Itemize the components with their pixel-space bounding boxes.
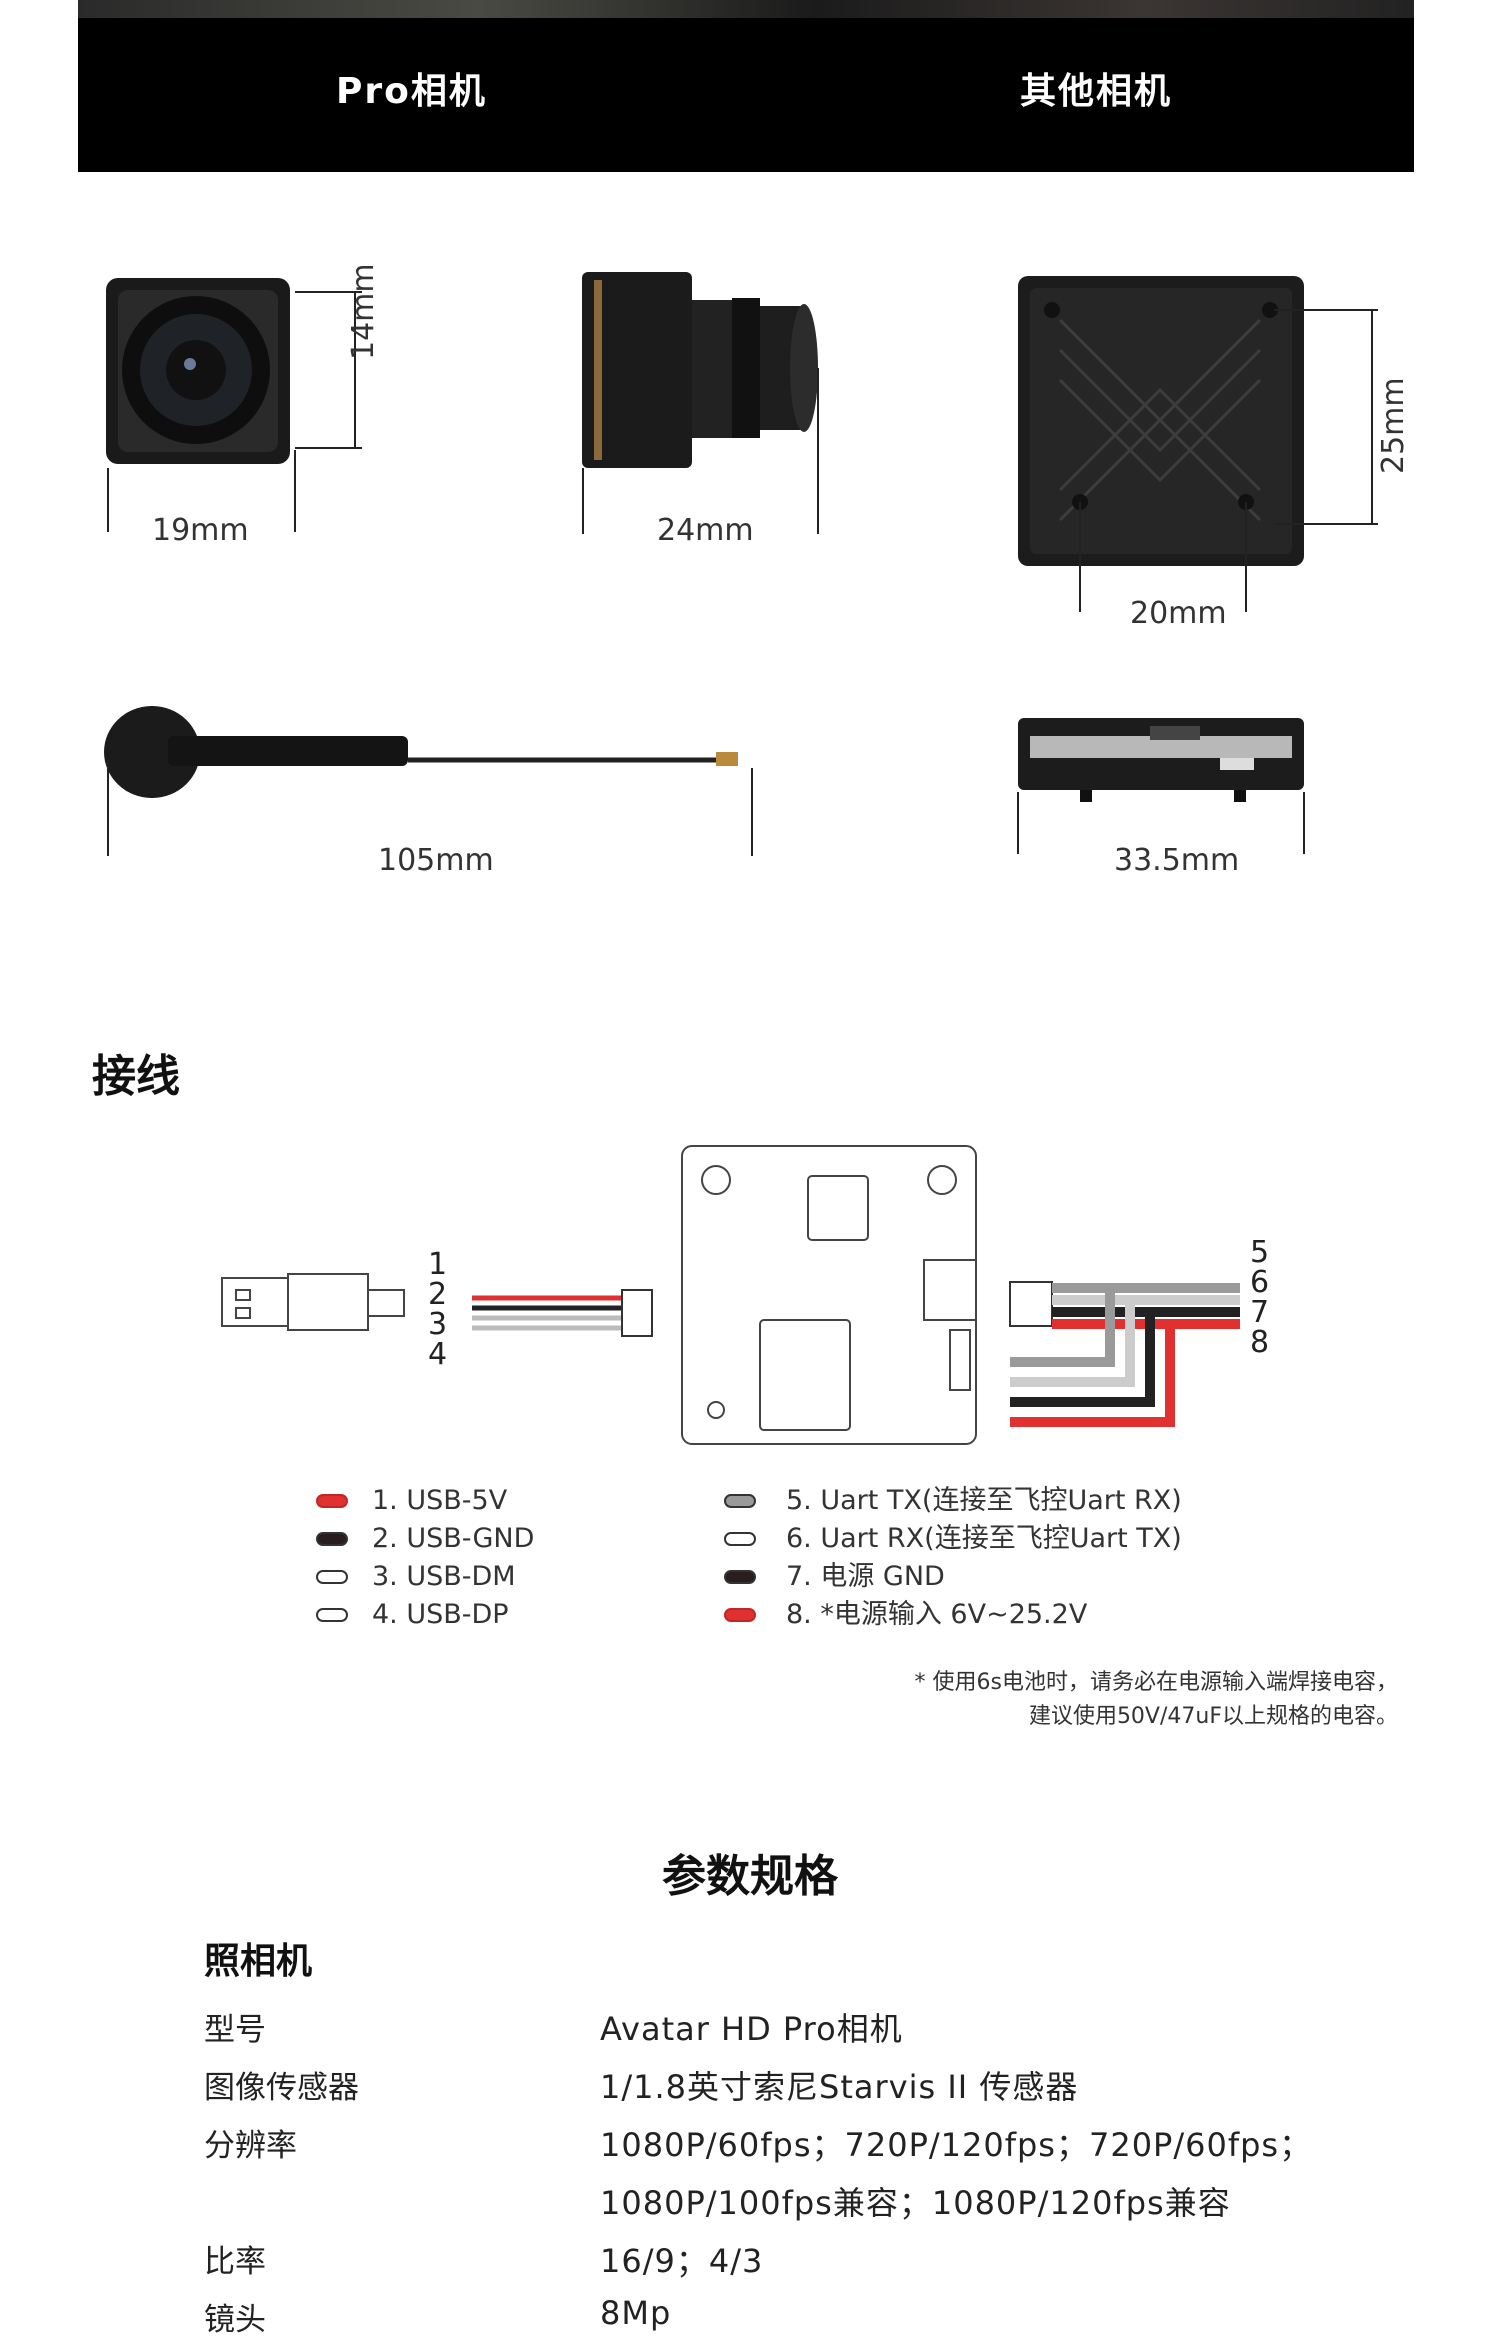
legend-item-8: 8. *电源输入 6V~25.2V [786,1599,1088,1630]
uart-power-cable [1010,1283,1240,1427]
spec-value-model: Avatar HD Pro相机 [600,2010,903,2048]
pro-camera-side-image [582,272,818,468]
wiring-diagram [221,1145,1240,1445]
pro-length-label: 24mm [657,513,754,548]
left-pin-3: 3 [428,1307,448,1342]
usb-cable [472,1295,622,1331]
spec-label-sensor: 图像传感器 [204,2070,359,2106]
antenna-length-label: 105mm [378,843,494,878]
legend-item-7: 7. 电源 GND [786,1561,945,1592]
specs-section-camera: 照相机 [204,1941,313,1982]
legend-swatch-5 [724,1494,756,1508]
legend-swatch-2 [316,1532,348,1546]
tab-other-camera[interactable]: 其他相机 [1020,71,1173,112]
specs-title: 参数规格 [662,1851,838,1902]
vtx-side-image [1018,718,1304,802]
vtx-height-label: 25mm [1376,377,1411,474]
pro-width-label: 19mm [152,513,249,548]
spec-label-model: 型号 [204,2012,266,2048]
comparison-banner: Pro相机 其他相机 [78,0,1414,172]
legend-item-6: 6. Uart RX(连接至飞控Uart TX) [786,1523,1182,1554]
capacitor-note-line1: * 使用6s电池时，请务必在电源输入端焊接电容， [914,1670,1398,1695]
spec-label-lens: 镜头 [204,2302,266,2338]
legend-swatch-1 [316,1494,348,1508]
legend-item-2: 2. USB-GND [372,1523,535,1554]
vtx-board-outline [681,1145,977,1445]
vtx-width-label: 20mm [1130,596,1227,631]
left-pin-4: 4 [428,1337,448,1372]
pro-camera-front-image [106,278,290,464]
right-pin-8: 8 [1250,1325,1270,1360]
tab-pro-camera[interactable]: Pro相机 [336,71,487,112]
left-pin-2: 2 [428,1277,448,1312]
right-pin-5: 5 [1250,1235,1270,1270]
left-connector [621,1289,653,1337]
legend-item-3: 3. USB-DM [372,1561,516,1592]
spec-value-resolution: 1080P/60fps；720P/120fps；720P/60fps； [600,2126,1313,2164]
legend-swatch-7 [724,1570,756,1584]
vtx-length-label: 33.5mm [1114,843,1240,878]
right-connector [1009,1281,1053,1327]
right-pin-6: 6 [1250,1265,1270,1300]
right-pin-7: 7 [1250,1295,1270,1330]
legend-swatch-6 [724,1532,756,1546]
spec-value-sensor: 1/1.8英寸索尼Starvis II 传感器 [600,2068,1079,2106]
vtx-top-image [1018,276,1304,566]
spec-label-ratio: 比率 [204,2244,266,2280]
wiring-title: 接线 [92,1051,180,1102]
dimension-drawings [104,272,1378,856]
legend-swatch-4 [316,1608,348,1622]
legend-item-1: 1. USB-5V [372,1485,508,1516]
spec-value-ratio: 16/9；4/3 [600,2242,764,2280]
legend-swatch-8 [724,1608,756,1622]
usb-plug-icon [221,1273,405,1331]
pro-height-label: 14mm [346,263,381,360]
spec-value-resolution-cont: 1080P/100fps兼容；1080P/120fps兼容 [600,2184,1231,2222]
legend-item-5: 5. Uart TX(连接至飞控Uart RX) [786,1485,1182,1516]
antenna-image [104,706,738,798]
legend-item-4: 4. USB-DP [372,1599,509,1630]
spec-label-resolution: 分辨率 [204,2128,297,2164]
spec-value-lens: 8Mp [600,2294,672,2332]
banner-photo-strip [78,0,1414,18]
legend-swatch-3 [316,1570,348,1584]
left-pin-1: 1 [428,1247,448,1282]
capacitor-note-line2: 建议使用50V/47uF以上规格的电容。 [1028,1704,1398,1729]
